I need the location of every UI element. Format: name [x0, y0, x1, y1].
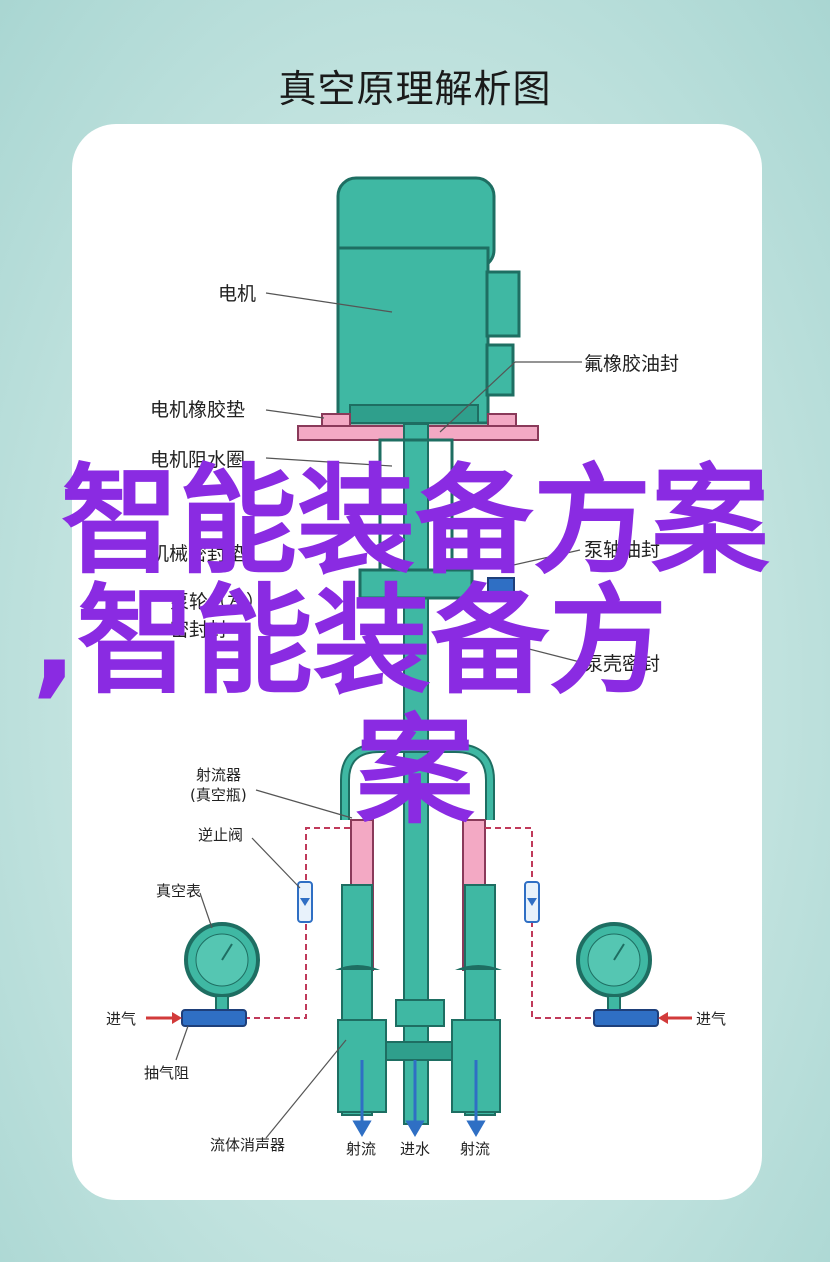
overlay-line-1: 智能装备方案 [60, 452, 769, 590]
label-casing-seal: 泵壳密封 [584, 653, 660, 675]
label-inlet-right: 进气 [696, 1010, 726, 1028]
motor [336, 176, 521, 425]
pump-casing [340, 743, 495, 820]
label-ejector-sub: (真空瓶) [190, 786, 247, 804]
inlet-fitting-right [593, 1009, 692, 1027]
label-silencer: 流体消声器 [210, 1136, 285, 1154]
label-shaft-seal: 泵轴油封 [584, 539, 660, 561]
overlay-line-3: 案 [356, 702, 475, 840]
leader-lines [175, 292, 582, 1139]
label-check-valve: 逆止阀 [198, 826, 243, 844]
overlay-line-2: ,智能装备方 [32, 572, 667, 710]
label-pump-seal-a: 泵轮（左） [170, 591, 265, 613]
label-suction-resist: 抽气阻 [144, 1064, 189, 1082]
check-valve-left [297, 881, 313, 923]
label-ejector: 射流器 [196, 766, 241, 784]
outlet-arrows [352, 1060, 486, 1137]
label-jet-right: 射流 [460, 1140, 490, 1158]
label-fluoro-seal: 氟橡胶油封 [584, 353, 679, 375]
label-motor-gasket: 电机橡胶垫 [150, 399, 245, 421]
label-pump-seal-b: 密封封 [170, 619, 227, 641]
label-vacuum-gauge: 真空表 [156, 882, 201, 900]
label-water-in: 进水 [400, 1140, 430, 1158]
label-motor-water-ring: 电机阻水圈 [150, 449, 245, 471]
label-motor: 电机 [218, 283, 256, 305]
inlet-fitting-left [146, 1009, 247, 1027]
label-inlet-left: 进气 [106, 1010, 136, 1028]
check-valve-right [524, 881, 540, 923]
label-jet-left: 射流 [346, 1140, 376, 1158]
vacuum-gauge-right [576, 922, 652, 1011]
label-mech-gasket: 机械密封垫 [150, 543, 245, 565]
right-pipes [455, 819, 502, 1116]
page-title: 真空原理解析图 [278, 67, 552, 111]
vacuum-gauge-left [184, 922, 260, 1011]
